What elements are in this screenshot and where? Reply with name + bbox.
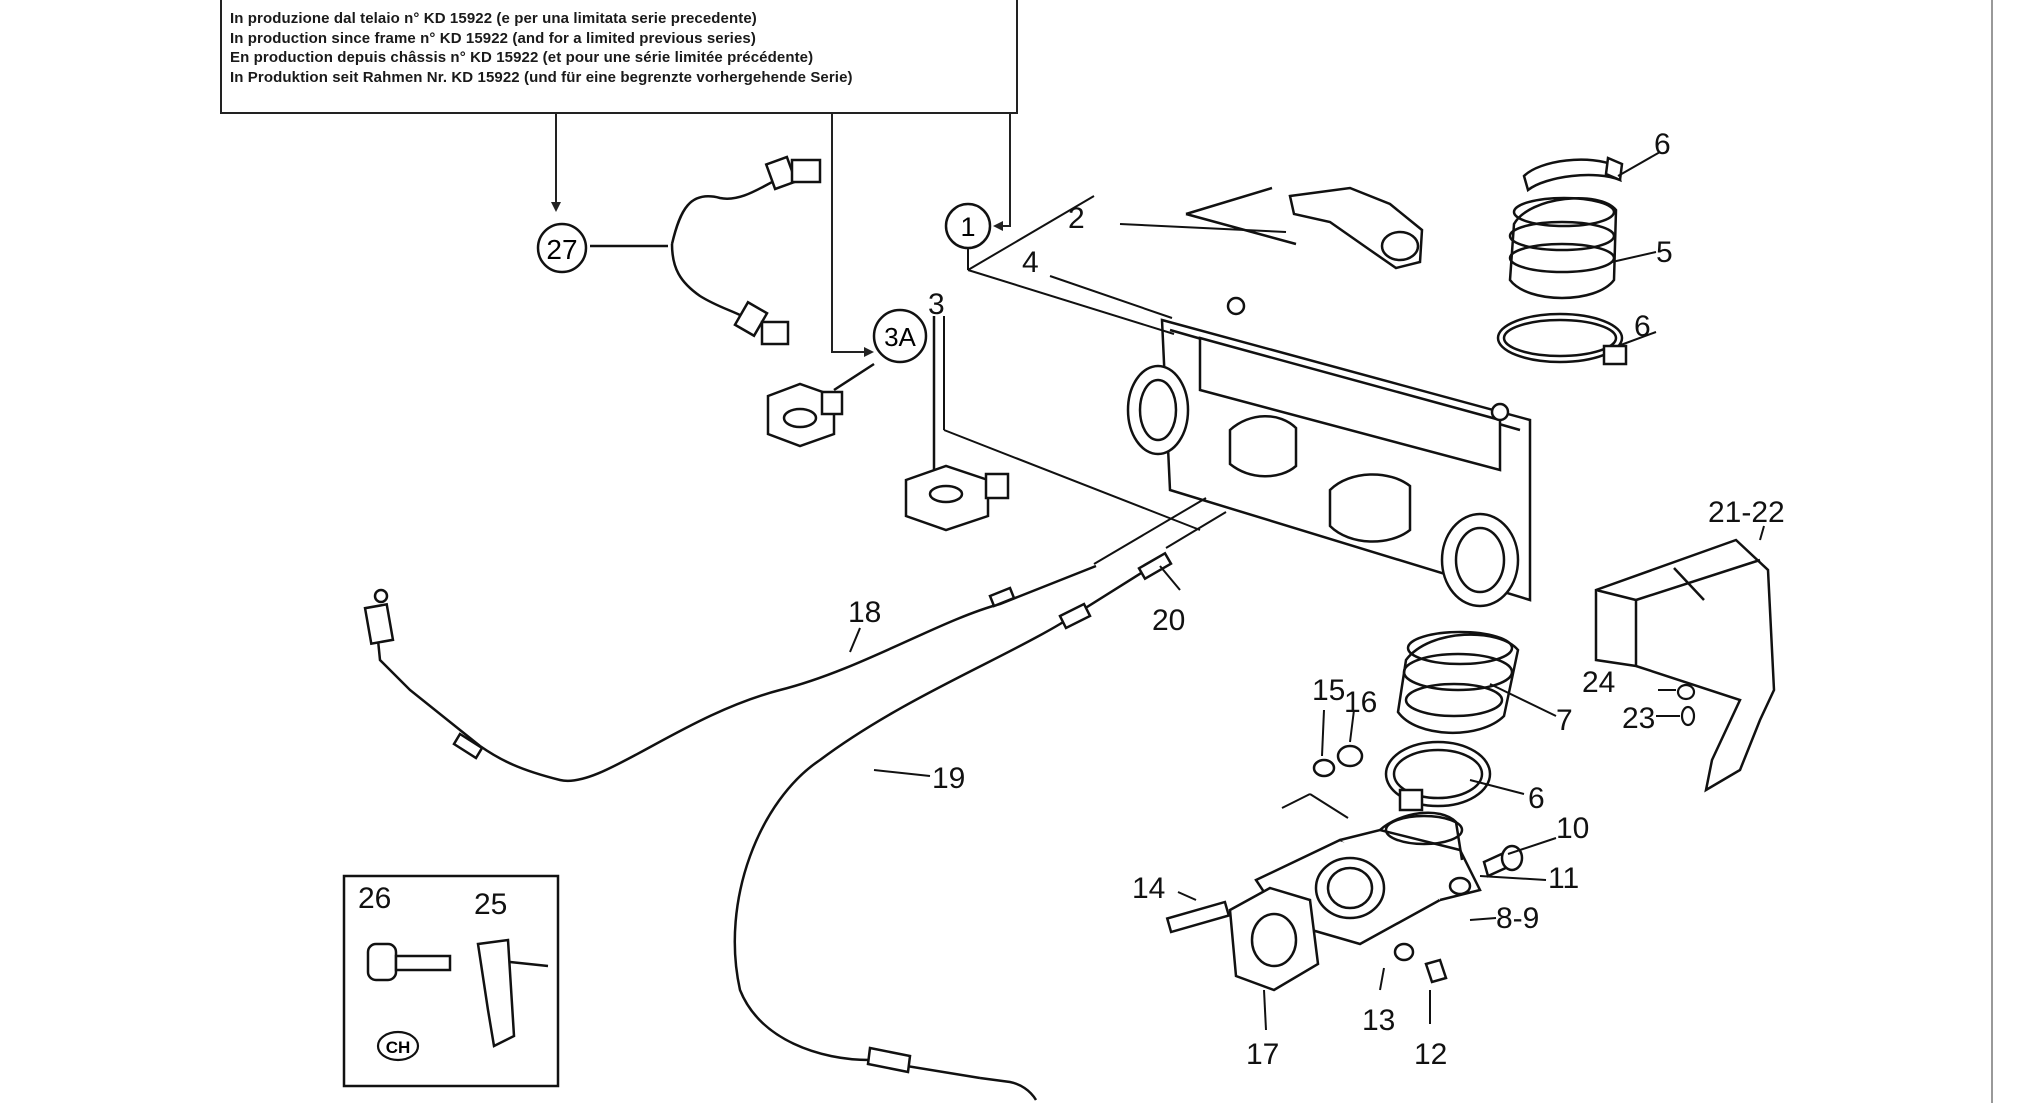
- part-17-gasket: [1228, 886, 1320, 992]
- part-19-throttle-cable: [733, 568, 1147, 1101]
- label-6-middle: 6: [1634, 310, 1651, 343]
- part-12-13-screw-washer: [1393, 942, 1448, 984]
- label-20: 20: [1152, 604, 1185, 637]
- label-6-top: 6: [1654, 128, 1671, 161]
- part-3-sensor: [904, 316, 1010, 532]
- part-2-idle-motor: [1185, 186, 1424, 270]
- note-leaders: [551, 114, 1011, 357]
- label-21-22: 21-22: [1708, 496, 1785, 529]
- svg-text:3A: 3A: [884, 322, 916, 352]
- part-6-clamp-middle: [1496, 312, 1628, 366]
- svg-text:1: 1: [960, 212, 975, 242]
- callout-3A: 3A: [872, 308, 928, 364]
- note-line-en: In production since frame n° KD 15922 (a…: [230, 29, 756, 47]
- label-26: 26: [358, 882, 391, 915]
- label-6-lower: 6: [1528, 782, 1545, 815]
- label-18: 18: [848, 596, 881, 629]
- label-leaders: [849, 151, 1765, 1031]
- ch-badge: [376, 1030, 420, 1062]
- part-5-hose: [1508, 196, 1618, 300]
- part-27-sensor-cable: [590, 155, 822, 346]
- part-25-lever: [476, 938, 549, 1048]
- part-6-clamp-lower: [1384, 740, 1492, 812]
- part-3A-sensor: [766, 362, 875, 448]
- svg-text:27: 27: [546, 234, 577, 265]
- part-23-24-screw-washer: [1676, 683, 1696, 727]
- label-17: 17: [1246, 1038, 1279, 1071]
- label-4: 4: [1022, 246, 1039, 279]
- label-3: 3: [928, 288, 945, 321]
- callout-1: 1: [944, 202, 992, 250]
- note-line-fr: En production depuis châssis n° KD 15922…: [230, 49, 814, 66]
- label-15: 15: [1312, 674, 1345, 707]
- callout-27: 27: [536, 222, 588, 274]
- part-number-labels: 2 3 4 5 6 6 6 7 8-9 10 11 12 13 14 15 16…: [358, 128, 1785, 1071]
- label-10: 10: [1556, 812, 1589, 845]
- part-21-22-cover: [1594, 538, 1776, 793]
- label-24: 24: [1582, 666, 1615, 699]
- part-6-clamp-upper: [1522, 156, 1624, 193]
- label-11: 11: [1548, 862, 1579, 895]
- label-5: 5: [1656, 236, 1673, 269]
- part-15-16-nut-washer: [1281, 744, 1364, 819]
- ch-badge-text: CH: [386, 1038, 411, 1057]
- label-16: 16: [1344, 686, 1377, 719]
- part-18-throttle-cable: [363, 564, 1097, 783]
- label-13: 13: [1362, 1004, 1395, 1037]
- production-note-box: In produzione dal telaio n° KD 15922 (e …: [220, 0, 1018, 114]
- part-4-throttle-body: [1126, 296, 1532, 608]
- label-19: 19: [932, 762, 965, 795]
- label-14: 14: [1132, 872, 1165, 905]
- label-25: 25: [474, 888, 507, 921]
- part-20-adjuster: [1093, 497, 1227, 581]
- label-8-9: 8-9: [1496, 902, 1539, 935]
- ch-detail-box: CH: [342, 874, 560, 1088]
- part-26-screw: [366, 942, 452, 982]
- label-23: 23: [1622, 702, 1655, 735]
- label-12: 12: [1414, 1038, 1447, 1071]
- part-14-stud: [1165, 900, 1231, 934]
- part-7-hose: [1396, 630, 1520, 734]
- note-line-it: In produzione dal telaio n° KD 15922 (e …: [230, 10, 757, 27]
- label-2: 2: [1068, 202, 1085, 235]
- note-line-de: In Produktion seit Rahmen Nr. KD 15922 (…: [230, 68, 853, 86]
- label-7: 7: [1556, 704, 1573, 737]
